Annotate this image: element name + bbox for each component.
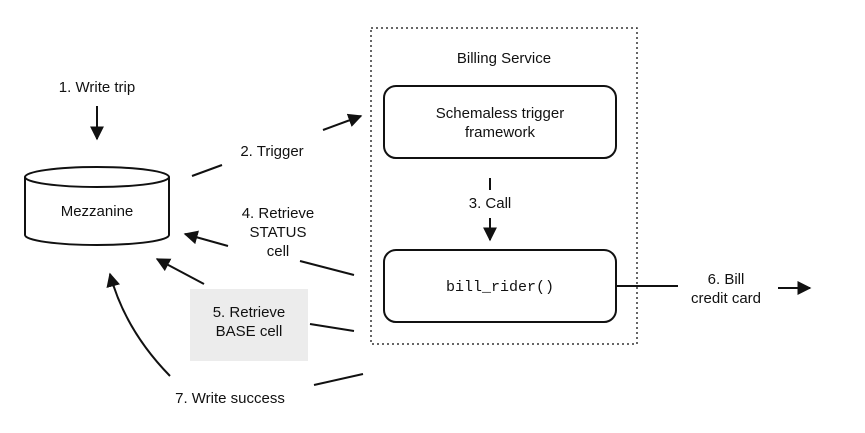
trigger-framework-label-line2: framework — [464, 124, 535, 141]
trigger-framework-label: Schemaless trigger framework — [384, 104, 616, 142]
billing-service-title: Billing Service — [456, 50, 552, 67]
step-retrieve-status-line1: 4. Retrieve — [241, 205, 315, 222]
trigger-framework-label-line1: Schemaless trigger — [435, 105, 565, 122]
trigger-arrow — [322, 113, 363, 131]
mezzanine-database[interactable] — [24, 166, 170, 246]
step-trigger: 2. Trigger — [240, 143, 304, 160]
retrieve-status-arrow — [183, 230, 229, 247]
step-retrieve-status-line2: STATUS — [249, 224, 307, 241]
bill-rider-label: bill_rider() — [445, 279, 555, 296]
step-retrieve-base-line1: 5. Retrieve — [212, 304, 286, 321]
retrieve-base-highlight — [190, 289, 308, 361]
step-bill-line2: credit card — [690, 290, 762, 307]
step-write-success: 7. Write success — [175, 390, 285, 407]
trigger-line-segment — [191, 164, 223, 177]
step-call: 3. Call — [468, 195, 512, 212]
retrieve-base-arrow — [155, 258, 205, 285]
retrieve-base-line-segment — [309, 323, 355, 332]
retrieve-status-line-segment — [299, 260, 355, 276]
mezzanine-label: Mezzanine — [60, 203, 134, 220]
step-bill-line1: 6. Bill — [707, 271, 745, 288]
step-retrieve-base: 5. Retrieve BASE cell — [190, 303, 308, 341]
trigger-framework-box[interactable] — [383, 85, 617, 159]
step-retrieve-status: 4. Retrieve STATUS cell — [228, 204, 328, 261]
step-retrieve-status-line3: cell — [266, 243, 290, 260]
step-write-trip: 1. Write trip — [58, 79, 136, 96]
write-success-arrow — [106, 272, 171, 377]
write-success-line-segment — [313, 373, 364, 386]
billing-service-container — [370, 27, 638, 345]
step-retrieve-base-line2: BASE cell — [215, 323, 283, 340]
step-bill: 6. Bill credit card — [676, 270, 776, 308]
